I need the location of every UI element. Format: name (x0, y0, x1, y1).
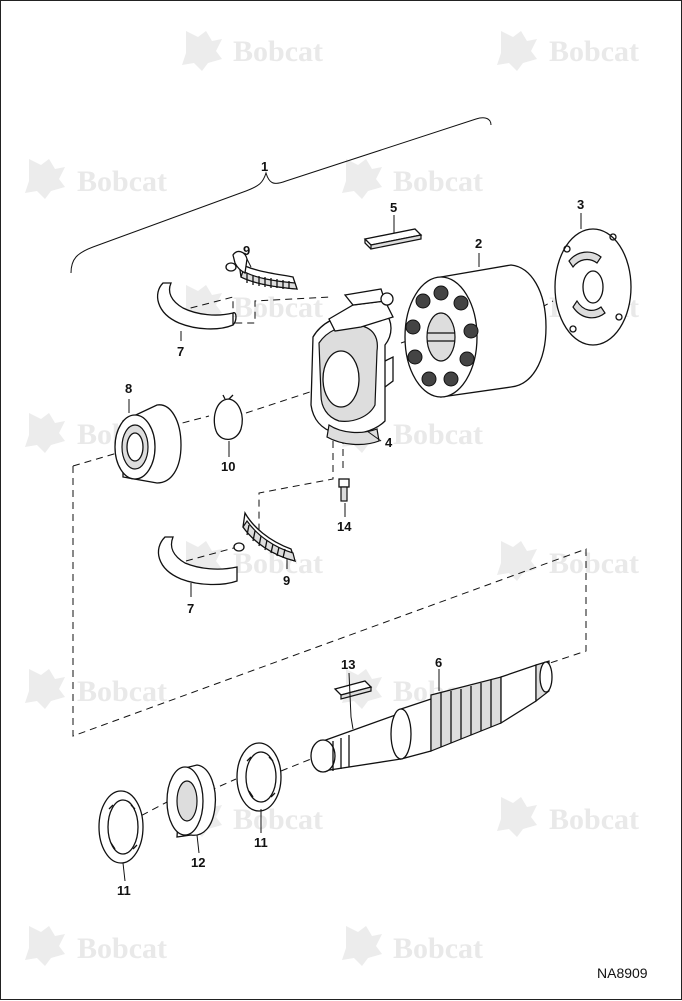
watermark-16: Bobcat (342, 926, 483, 966)
callout-9-upper: 9 (243, 243, 250, 258)
svg-text:Bobcat: Bobcat (393, 418, 483, 451)
drawing-code: NA8909 (597, 965, 648, 981)
callout-12: 12 (191, 855, 205, 870)
callout-6: 6 (435, 655, 442, 670)
part-13-key (333, 680, 373, 700)
callout-11-lower: 11 (117, 883, 131, 898)
bobcat-logo-icon (25, 926, 65, 966)
svg-text:Bobcat: Bobcat (549, 547, 639, 580)
callout-9-lower: 9 (283, 573, 290, 588)
bobcat-logo-icon (342, 159, 382, 199)
callout-4: 4 (385, 435, 393, 450)
svg-text:Bobcat: Bobcat (233, 803, 323, 836)
callout-8: 8 (125, 381, 132, 396)
part-9-upper-bearing (225, 250, 298, 290)
watermark-4: Bobcat (342, 159, 483, 199)
svg-text:Bobcat: Bobcat (233, 291, 323, 324)
part-7-upper-ring (156, 282, 237, 330)
svg-text:Bobcat: Bobcat (393, 932, 483, 965)
assembly-guide-lines (72, 296, 587, 822)
leader-lines (122, 213, 582, 882)
part-8-bearing (114, 404, 182, 484)
callout-7-lower: 7 (187, 601, 194, 616)
part-7-lower-ring (157, 536, 238, 586)
bobcat-logo-icon (182, 31, 222, 71)
part-2-cylinder-block (404, 264, 547, 398)
part-5-key (363, 228, 423, 250)
bobcat-logo-icon (25, 413, 65, 453)
part-11-upper-retaining-ring (236, 742, 282, 812)
bobcat-logo-icon (25, 669, 65, 709)
watermark-10: Bobcat (497, 541, 639, 581)
svg-text:Bobcat: Bobcat (77, 932, 167, 965)
svg-text:Bobcat: Bobcat (77, 165, 167, 198)
part-14-screw (338, 478, 350, 502)
svg-text:Bobcat: Bobcat (77, 675, 167, 708)
svg-text:Bobcat: Bobcat (393, 165, 483, 198)
part-12-seal (166, 764, 217, 838)
callouts: 1 2 3 4 5 6 7 7 8 9 9 10 11 11 12 13 14 (117, 159, 584, 898)
watermark-2: Bobcat (497, 31, 639, 71)
callout-10: 10 (221, 459, 235, 474)
watermark-11: Bobcat (25, 669, 167, 709)
part-10-snap-ring (213, 394, 243, 440)
bobcat-logo-icon (342, 926, 382, 966)
svg-text:Bobcat: Bobcat (549, 35, 639, 68)
bobcat-logo-icon (497, 797, 537, 837)
part-4-swash-plate (310, 288, 394, 446)
callout-7-upper: 7 (177, 344, 184, 359)
callout-2: 2 (475, 236, 482, 251)
svg-text:Bobcat: Bobcat (549, 803, 639, 836)
callout-13: 13 (341, 657, 355, 672)
part-11-lower-retaining-ring (98, 790, 144, 864)
watermark-14: Bobcat (497, 797, 639, 837)
part-6-shaft (310, 660, 553, 773)
watermark-15: Bobcat (25, 926, 167, 966)
assembly-brace (70, 117, 492, 274)
callout-3: 3 (577, 197, 584, 212)
callout-14: 14 (337, 519, 352, 534)
part-9-lower-bearing (233, 511, 296, 562)
watermark-3: Bobcat (25, 159, 167, 199)
bobcat-logo-icon (25, 159, 65, 199)
part-3-valve-plate (554, 228, 632, 346)
svg-text:Bobcat: Bobcat (233, 35, 323, 68)
bobcat-logo-icon (497, 31, 537, 71)
callout-5: 5 (390, 200, 397, 215)
bobcat-logo-icon (497, 541, 537, 581)
watermark-1: Bobcat (182, 31, 323, 71)
callout-1: 1 (261, 159, 268, 174)
callout-11-upper: 11 (254, 835, 268, 850)
